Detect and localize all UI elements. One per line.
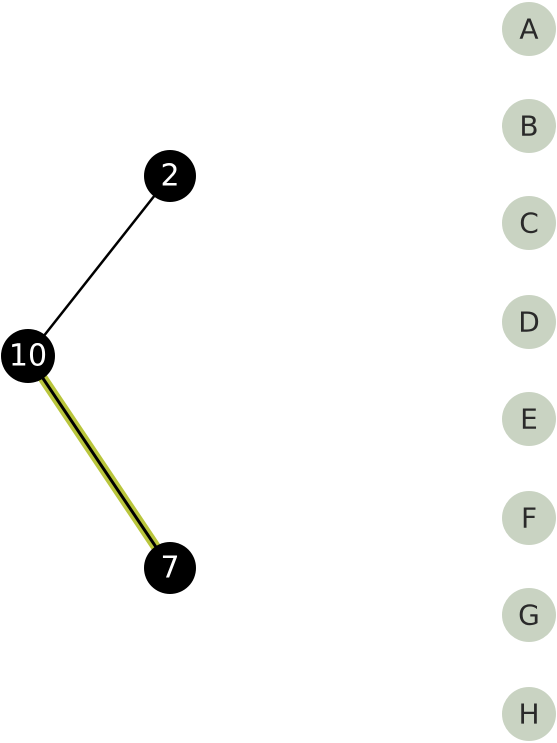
slot-d[interactable]: D: [502, 295, 556, 349]
slot-circle: [502, 196, 556, 250]
node-label: 7: [160, 551, 179, 586]
slot-label: G: [518, 599, 540, 632]
slot-a[interactable]: A: [502, 2, 556, 56]
node-circle: [144, 542, 196, 594]
slot-circle: [502, 392, 556, 446]
node-circle: [144, 150, 196, 202]
tree-node-2[interactable]: 2: [144, 150, 196, 202]
slot-c[interactable]: C: [502, 196, 556, 250]
slot-label: B: [519, 110, 538, 143]
edge-10-7: [26, 355, 172, 569]
slot-label: E: [520, 403, 538, 436]
edge-10-2: [27, 175, 171, 357]
slot-circle: [502, 491, 556, 545]
slot-f[interactable]: F: [502, 491, 556, 545]
slot-label: D: [518, 306, 540, 339]
slot-label: C: [519, 207, 539, 240]
slot-b[interactable]: B: [502, 99, 556, 153]
tree-node-7[interactable]: 7: [144, 542, 196, 594]
slot-circle: [502, 295, 556, 349]
slot-g[interactable]: G: [502, 588, 556, 642]
slot-circle: [502, 2, 556, 56]
slot-label: F: [521, 502, 537, 535]
slot-e[interactable]: E: [502, 392, 556, 446]
slot-h[interactable]: H: [502, 687, 556, 741]
node-circle: [1, 329, 55, 383]
node-label: 10: [9, 339, 47, 374]
slot-label: H: [518, 698, 539, 731]
slot-circle: [502, 99, 556, 153]
slot-circle: [502, 687, 556, 741]
node-label: 2: [160, 159, 179, 194]
tree-node-10[interactable]: 10: [1, 329, 55, 383]
slot-label: A: [519, 13, 538, 46]
slot-circle: [502, 588, 556, 642]
